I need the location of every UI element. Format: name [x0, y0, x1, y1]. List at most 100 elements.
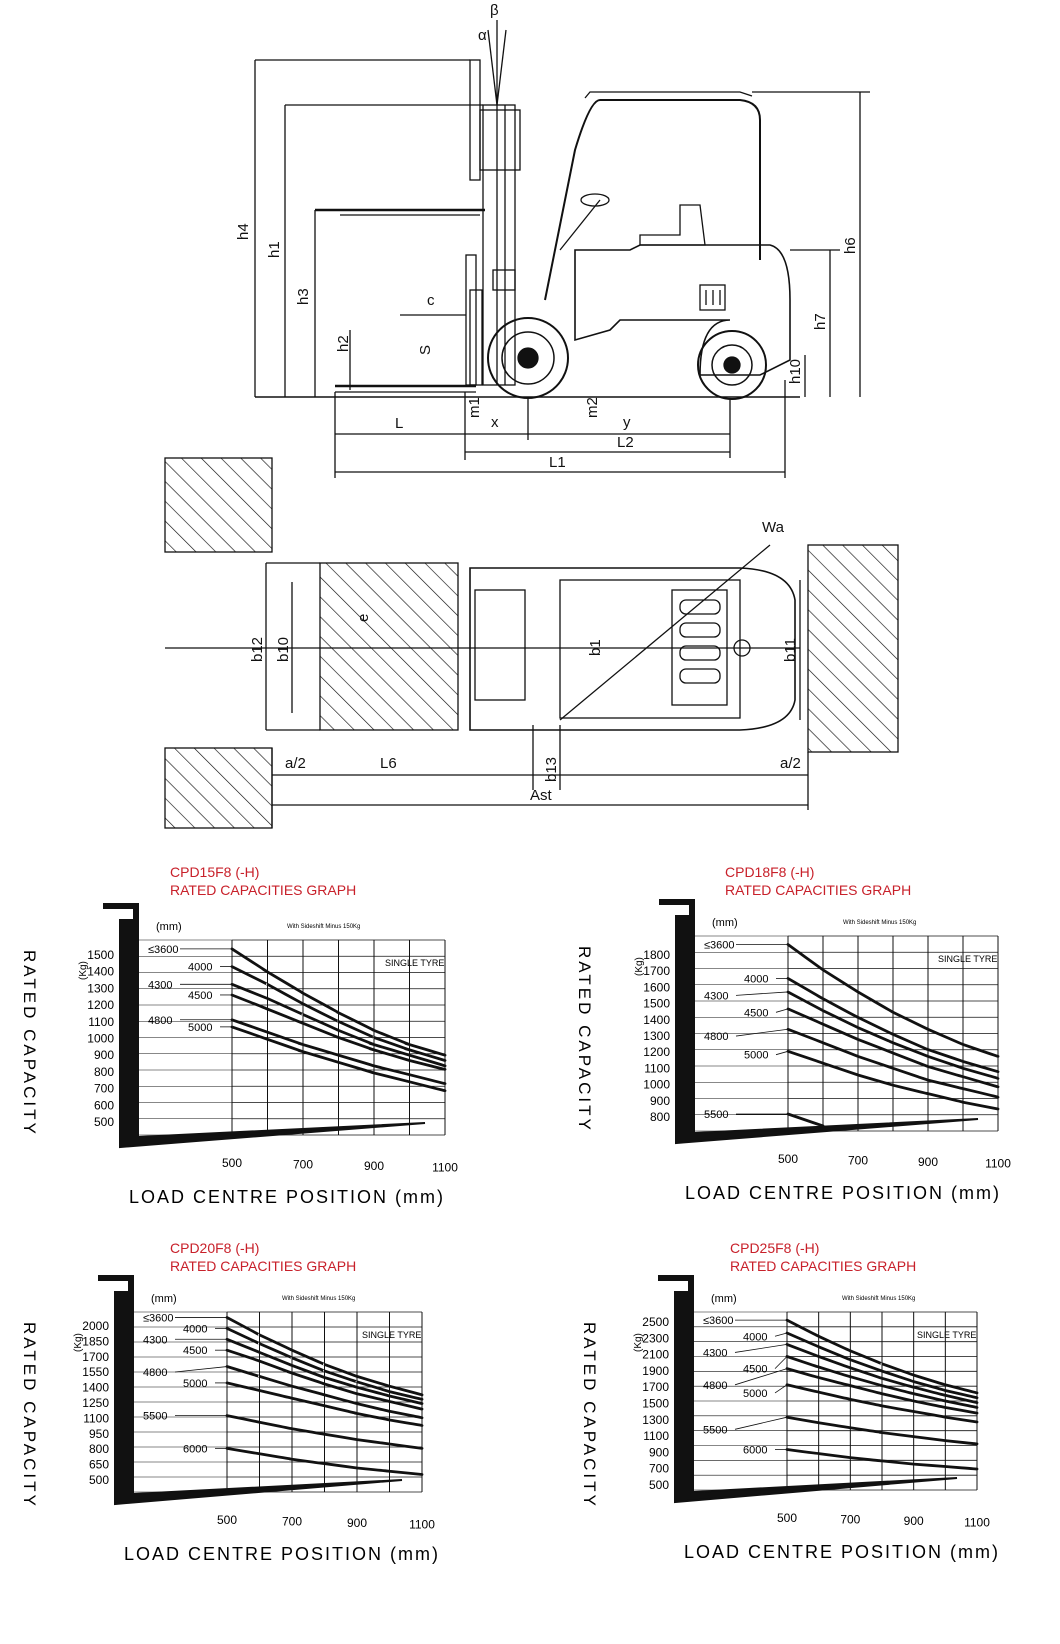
- side-view-drawing: [254, 20, 870, 478]
- series-line-4000: [225, 1327, 424, 1401]
- series-line-5500: [225, 1414, 424, 1450]
- dim-x: x: [491, 414, 499, 431]
- x-tick-label: 700: [840, 1513, 860, 1527]
- chart-model: CPD15F8 (-H): [170, 864, 259, 880]
- dim-m2: m2: [584, 397, 601, 418]
- series-line-5500: [785, 1415, 979, 1446]
- y-tick-label: 1700: [82, 1350, 109, 1364]
- dim-b11: b11: [782, 638, 799, 662]
- x-tick-label: 1100: [432, 1161, 458, 1175]
- x-axis-label: LOAD CENTRE POSITION (mm): [129, 1187, 445, 1207]
- y-tick-label: 1100: [644, 1061, 670, 1075]
- series-label: 4800: [143, 1367, 167, 1379]
- series-label: 5000: [743, 1388, 767, 1400]
- dim-b1: b1: [587, 639, 604, 656]
- y-tick-label: 800: [650, 1110, 670, 1124]
- y-tick-label: 950: [89, 1427, 109, 1441]
- series-line-5000: [786, 1049, 1000, 1111]
- series-label: 5500: [703, 1424, 727, 1436]
- x-tick-label: 900: [918, 1155, 938, 1169]
- dim-l6: L6: [380, 755, 397, 772]
- y-tick-label: 1000: [643, 1078, 670, 1092]
- series-line-4500: [785, 1355, 979, 1409]
- x-tick-label: 900: [904, 1514, 924, 1528]
- series-label: 4300: [148, 979, 172, 991]
- series-label: 4800: [703, 1380, 727, 1392]
- y-tick-label: 2500: [642, 1315, 669, 1329]
- chart-title: RATED CAPACITIES GRAPH: [725, 882, 911, 898]
- y-tick-label: 1700: [643, 964, 670, 978]
- y-tick-label: 1500: [642, 1397, 669, 1411]
- y-tick-label: 500: [94, 1115, 114, 1129]
- series-line-≤3600: [225, 1316, 424, 1397]
- sideshift-note: With Sideshift Minus 150Kg: [287, 924, 360, 930]
- series-leader: [735, 1028, 789, 1037]
- dim-m1: m1: [466, 397, 483, 418]
- x-tick-label: 1100: [964, 1516, 990, 1530]
- y-axis-label: RATED CAPACITY: [20, 950, 39, 1137]
- y-tick-label: 2300: [642, 1331, 669, 1345]
- series-line-4000: [230, 965, 447, 1062]
- series-line-4300: [225, 1337, 424, 1405]
- series-leader: [735, 991, 789, 996]
- y-tick-label: 700: [94, 1082, 114, 1096]
- dim-h1: h1: [266, 241, 283, 258]
- tyre-label: SINGLE TYRE: [938, 954, 997, 964]
- sideshift-note: With Sideshift Minus 150Kg: [842, 1296, 915, 1302]
- series-line-≤3600: [230, 947, 447, 1057]
- series-label: 5000: [744, 1050, 768, 1062]
- x-tick-label: 500: [217, 1513, 237, 1527]
- series-label: 4800: [148, 1015, 172, 1027]
- series-label: ≤3600: [143, 1312, 174, 1324]
- dim-l1: L1: [549, 454, 566, 471]
- y-tick-label: 1000: [87, 1032, 114, 1046]
- x-tick-label: 500: [777, 1511, 797, 1525]
- series-leader: [734, 1368, 788, 1386]
- x-axis-label: LOAD CENTRE POSITION (mm): [684, 1542, 1000, 1562]
- y-tick-label: 1100: [88, 1015, 114, 1029]
- y-tick-label: 900: [94, 1048, 114, 1062]
- y-tick-label: 1600: [643, 980, 670, 994]
- y-tick-label: 1900: [642, 1364, 669, 1378]
- series-label: 4300: [143, 1334, 167, 1346]
- series-line-4500: [230, 993, 447, 1071]
- chart-title: RATED CAPACITIES GRAPH: [170, 882, 356, 898]
- series-label: 4000: [183, 1323, 207, 1335]
- series-label: 5000: [188, 1022, 212, 1034]
- series-line-6000: [225, 1447, 424, 1476]
- dim-y: y: [623, 414, 631, 431]
- series-label: 4300: [703, 1347, 727, 1359]
- series-line-4800: [785, 1367, 979, 1415]
- series-leader: [774, 1384, 788, 1394]
- x-tick-label: 1100: [409, 1518, 435, 1532]
- x-tick-label: 700: [293, 1158, 313, 1172]
- series-line-≤3600: [786, 943, 1000, 1058]
- series-label: ≤3600: [703, 1315, 734, 1327]
- series-leader: [774, 1332, 788, 1337]
- y-tick-label: 1100: [643, 1429, 669, 1443]
- dim-s: S: [417, 345, 434, 355]
- dim-b10: b10: [275, 637, 292, 662]
- series-line-6000: [785, 1448, 979, 1471]
- dim-h4: h4: [235, 223, 252, 240]
- y-tick-label: 500: [89, 1473, 109, 1487]
- capacity-charts: CPD15F8 (-H) RATED CAPACITIES GRAPH (mm) (K…: [20, 864, 1011, 1564]
- y-tick-label: 1250: [82, 1396, 109, 1410]
- dim-b12: b12: [249, 637, 266, 662]
- unit-kg: (Kg): [78, 961, 89, 980]
- series-line-5000: [230, 1025, 447, 1093]
- series-label: 5000: [183, 1378, 207, 1390]
- series-leader: [734, 1343, 788, 1353]
- dim-l2: L2: [617, 434, 634, 451]
- dim-h3: h3: [295, 288, 312, 305]
- unit-mm: (mm): [156, 921, 182, 933]
- series-leader: [775, 1008, 789, 1013]
- series-label: 4800: [704, 1031, 728, 1043]
- side-view-labels: β α h4 h1 h3 c h2 S m1 x m2 y L L2 L1 h6…: [235, 2, 859, 471]
- series-line-4000: [786, 977, 1000, 1074]
- y-tick-label: 1700: [642, 1380, 669, 1394]
- y-tick-label: 800: [94, 1065, 114, 1079]
- y-tick-label: 1200: [643, 1045, 670, 1059]
- x-tick-label: 1100: [985, 1157, 1011, 1171]
- unit-kg: (Kg): [634, 957, 645, 976]
